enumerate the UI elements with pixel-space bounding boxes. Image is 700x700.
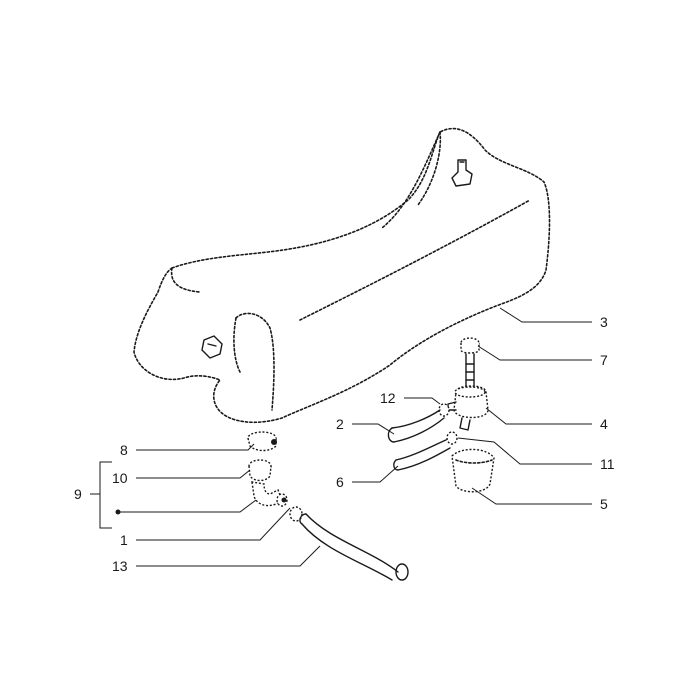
- filter-bowl: [451, 448, 495, 493]
- callout-7: 7: [600, 352, 608, 368]
- callout-9: 9: [74, 486, 82, 502]
- fuel-tank: [133, 127, 551, 424]
- callout-dot: [115, 509, 121, 515]
- callout-12: 12: [380, 390, 396, 406]
- callout-3: 3: [600, 314, 608, 330]
- fuel-tap: [447, 337, 489, 431]
- clamp-ring-11: [446, 431, 458, 445]
- leader-lines: [90, 307, 592, 567]
- callout-13: 13: [112, 558, 128, 574]
- callout-10: 10: [112, 470, 128, 486]
- hose-6: [393, 439, 451, 471]
- callout-1: 1: [120, 532, 128, 548]
- hose-2: [387, 409, 445, 443]
- callout-2: 2: [336, 416, 344, 432]
- callout-labels: 3 7 4 11 5 12 2 6 8 10 9 1 13: [74, 314, 615, 574]
- callout-8: 8: [120, 442, 128, 458]
- callout-5: 5: [600, 496, 608, 512]
- callout-4: 4: [600, 416, 608, 432]
- callout-11: 11: [600, 456, 615, 472]
- hose-13: [299, 513, 409, 581]
- callout-6: 6: [336, 474, 344, 490]
- left-tap-assembly: [247, 431, 303, 522]
